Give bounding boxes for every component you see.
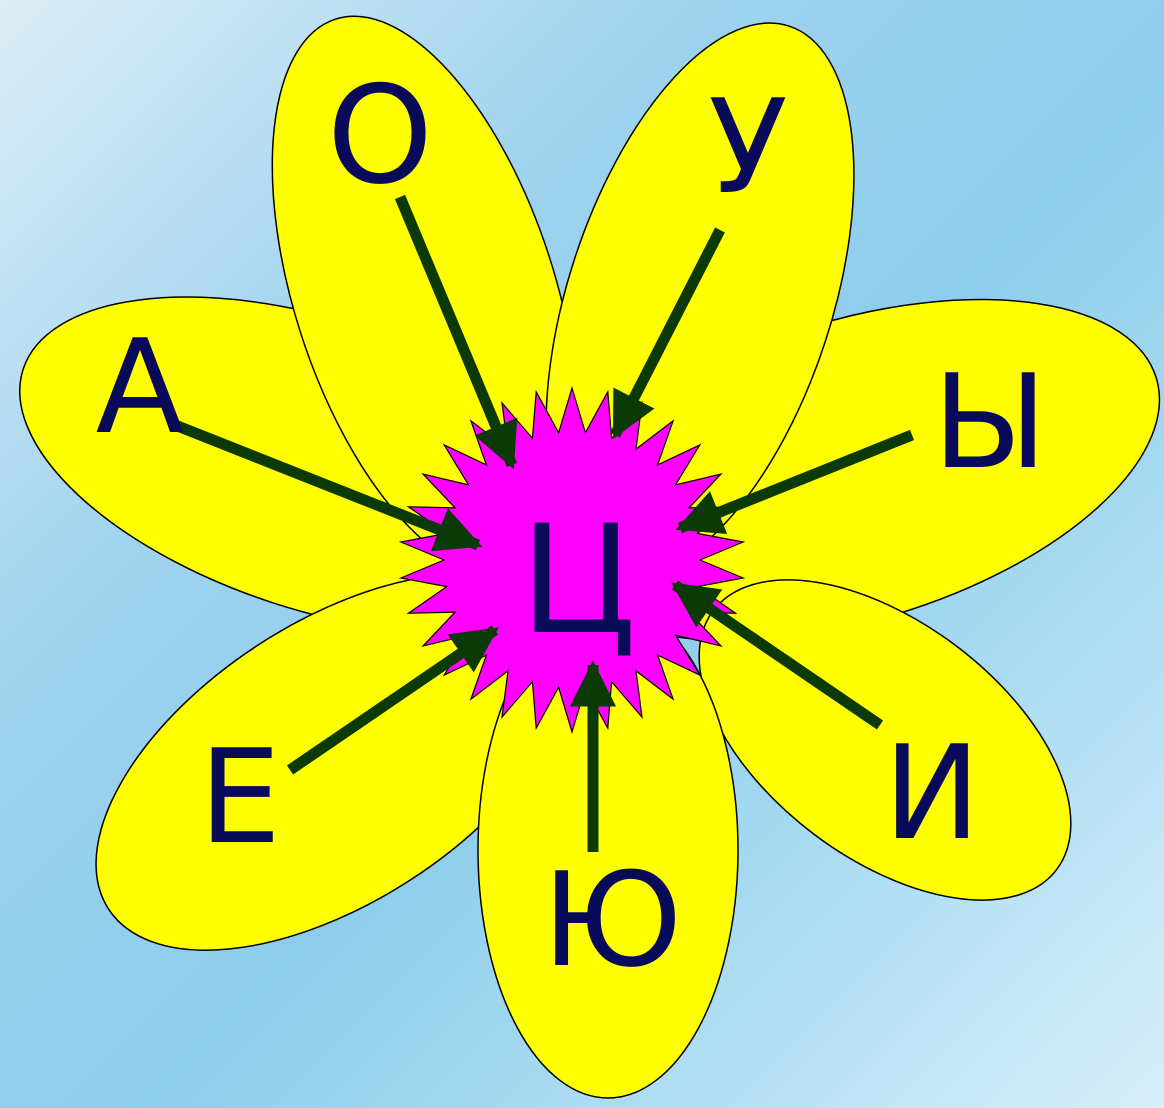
petal-letter-i: И — [883, 717, 980, 869]
petal-letter-u: У — [708, 71, 787, 223]
petal-letter-yu: Ю — [542, 844, 682, 996]
petal-letter-a: А — [96, 311, 185, 463]
petal-letter-o: О — [327, 57, 433, 214]
petal-letter-y: Ы — [933, 346, 1048, 498]
petal-letter-e: Е — [199, 721, 281, 873]
center-letter: Ц — [520, 494, 636, 668]
